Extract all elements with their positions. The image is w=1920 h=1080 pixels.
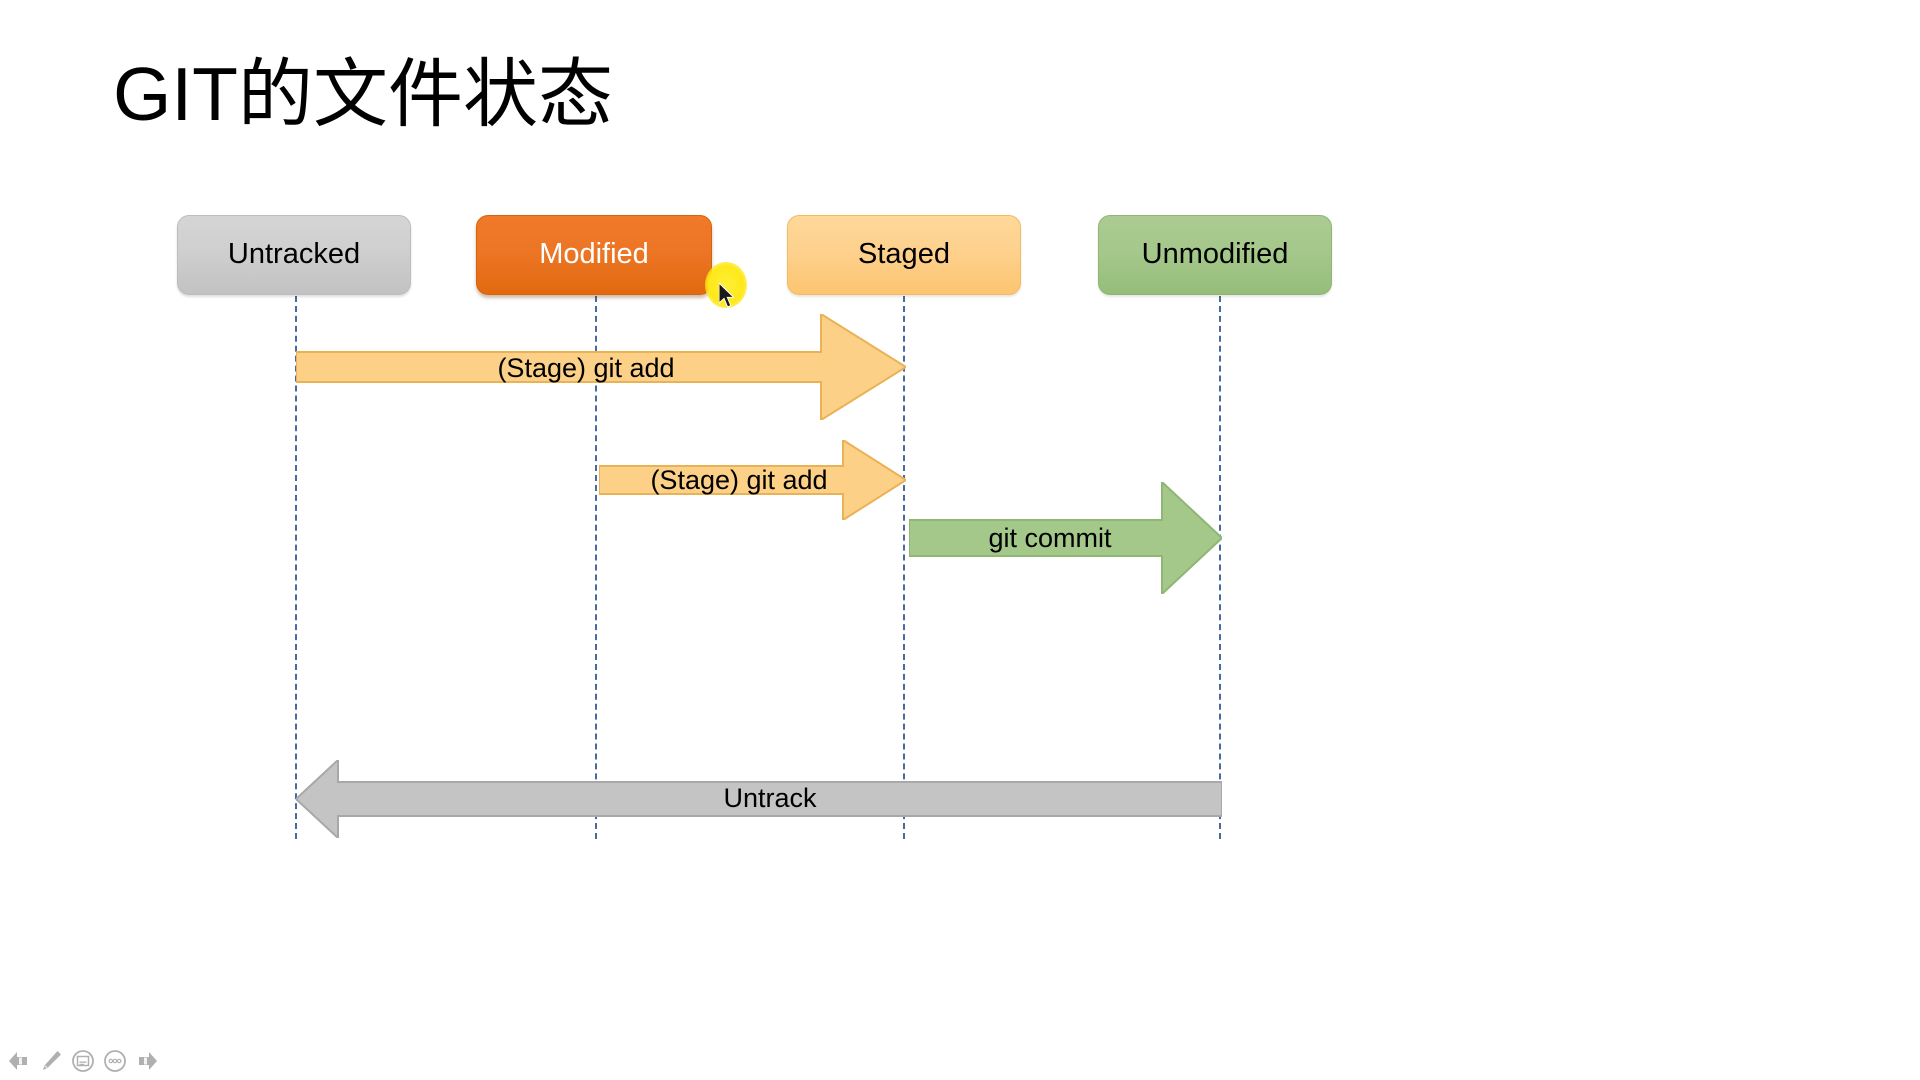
state-label-untracked: Untracked	[227, 237, 361, 270]
state-box-untracked[interactable]: Untracked	[177, 215, 411, 295]
lifeline-modified	[595, 296, 597, 839]
state-label-modified: Modified	[539, 237, 649, 270]
transition-arrow-stage-add-modified[interactable]	[599, 440, 906, 520]
mouse-cursor-icon	[719, 283, 735, 308]
state-box-staged[interactable]: Staged	[787, 215, 1021, 295]
state-box-unmodified[interactable]: Unmodified	[1098, 215, 1332, 295]
slideshow-toolbar	[6, 1046, 160, 1076]
more-options-icon[interactable]	[102, 1048, 128, 1074]
slide-title: GIT的文件状态	[113, 52, 613, 136]
transition-arrow-untrack[interactable]	[296, 760, 1222, 838]
arrow-right-icon[interactable]	[134, 1048, 160, 1074]
pen-icon[interactable]	[38, 1048, 64, 1074]
lifeline-untracked	[295, 296, 297, 839]
transition-arrow-git-commit[interactable]	[909, 482, 1222, 594]
transition-arrow-stage-add-untracked[interactable]	[296, 314, 906, 420]
arrow-left-icon[interactable]	[6, 1048, 32, 1074]
slides-icon[interactable]	[70, 1048, 96, 1074]
state-label-unmodified: Unmodified	[1141, 237, 1289, 270]
state-box-modified[interactable]: Modified	[476, 215, 712, 295]
state-label-staged: Staged	[858, 237, 950, 270]
lifeline-unmodified	[1219, 296, 1221, 839]
lifeline-staged	[903, 296, 905, 839]
